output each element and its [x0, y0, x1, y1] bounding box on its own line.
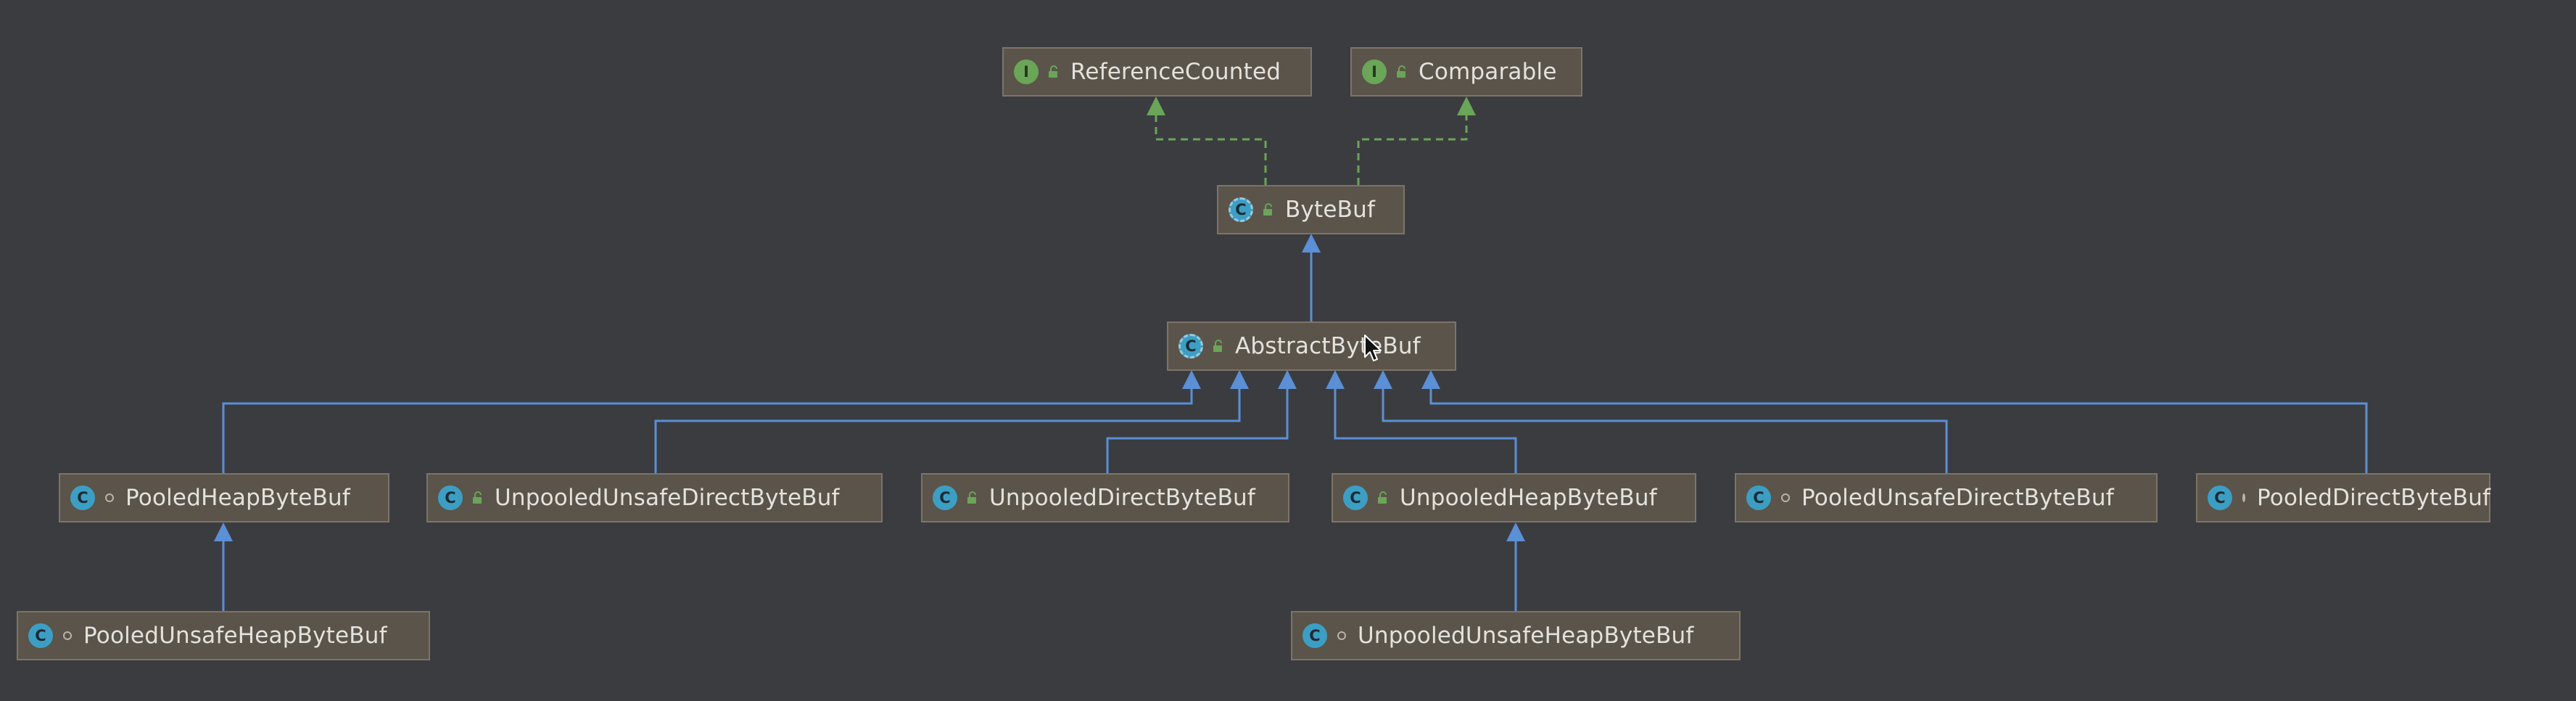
- class-name-label: ReferenceCounted: [1070, 59, 1281, 85]
- extends-edge-pooled-heap-byte-buf-to-abstract-byte-buf-arrowhead: [1182, 370, 1201, 389]
- implements-edge-byte-buf-to-comparable-arrowhead: [1457, 97, 1476, 115]
- implements-edge-byte-buf-to-reference-counted-arrowhead: [1147, 97, 1165, 115]
- interface-icon: I: [1362, 60, 1387, 84]
- class-name-label: UnpooledHeapByteBuf: [1400, 485, 1657, 511]
- abstract-class-icon: C: [1178, 334, 1203, 358]
- extends-edge-pooled-direct-byte-buf-to-abstract-byte-buf-arrowhead: [1421, 370, 1440, 389]
- class-name-label: PooledUnsafeHeapByteBuf: [83, 623, 387, 649]
- class-node-reference-counted[interactable]: I ReferenceCounted: [1002, 47, 1312, 97]
- abstract-class-icon: C: [1229, 197, 1253, 222]
- class-node-unpooled-direct-byte-buf[interactable]: C UnpooledDirectByteBuf: [921, 473, 1289, 522]
- class-node-unpooled-unsafe-direct-byte-buf[interactable]: C UnpooledUnsafeDirectByteBuf: [426, 473, 883, 522]
- public-lock-icon: [966, 491, 979, 504]
- extends-edge-pooled-heap-byte-buf-to-abstract-byte-buf: [222, 373, 1193, 473]
- package-private-icon: [1337, 631, 1346, 640]
- extends-edge-abstract-byte-buf-to-byte-buf-arrowhead: [1302, 234, 1321, 253]
- class-node-pooled-heap-byte-buf[interactable]: C PooledHeapByteBuf: [59, 473, 389, 522]
- public-lock-icon: [1262, 203, 1275, 216]
- extends-edge-unpooled-direct-byte-buf-to-abstract-byte-buf: [1106, 373, 1289, 473]
- extends-edge-unpooled-unsafe-direct-byte-buf-to-abstract-byte-buf: [654, 373, 1241, 473]
- class-name-label: AbstractByteBuf: [1235, 333, 1421, 359]
- public-lock-icon: [471, 491, 484, 504]
- class-node-byte-buf[interactable]: C ByteBuf: [1217, 185, 1405, 234]
- class-name-label: PooledDirectByteBuf: [2257, 485, 2491, 511]
- class-icon: C: [1746, 485, 1771, 510]
- class-node-abstract-byte-buf[interactable]: C AbstractByteBuf: [1167, 321, 1456, 371]
- class-icon: C: [28, 623, 53, 648]
- package-private-icon: [63, 631, 72, 640]
- extends-edge-unpooled-direct-byte-buf-to-abstract-byte-buf-arrowhead: [1278, 370, 1297, 389]
- extends-edge-unpooled-unsafe-direct-byte-buf-to-abstract-byte-buf-arrowhead: [1230, 370, 1249, 389]
- class-name-label: PooledUnsafeDirectByteBuf: [1801, 485, 2114, 511]
- class-node-pooled-direct-byte-buf[interactable]: C PooledDirectByteBuf: [2196, 473, 2490, 522]
- class-icon: C: [438, 485, 463, 510]
- class-name-label: UnpooledUnsafeDirectByteBuf: [495, 485, 840, 511]
- public-lock-icon: [1376, 491, 1390, 504]
- package-private-icon: [2242, 493, 2245, 502]
- public-lock-icon: [1047, 65, 1060, 78]
- class-name-label: UnpooledDirectByteBuf: [989, 485, 1255, 511]
- extends-edge-unpooled-heap-byte-buf-to-abstract-byte-buf: [1334, 373, 1517, 473]
- extends-edge-unpooled-heap-byte-buf-to-abstract-byte-buf-arrowhead: [1326, 370, 1345, 389]
- package-private-icon: [105, 493, 114, 502]
- implements-edge-byte-buf-to-comparable: [1357, 99, 1468, 185]
- class-node-pooled-unsafe-heap-byte-buf[interactable]: C PooledUnsafeHeapByteBuf: [17, 611, 430, 660]
- class-name-label: ByteBuf: [1285, 197, 1376, 223]
- class-node-unpooled-heap-byte-buf[interactable]: C UnpooledHeapByteBuf: [1332, 473, 1696, 522]
- class-icon: C: [1343, 485, 1368, 510]
- class-node-pooled-unsafe-direct-byte-buf[interactable]: C PooledUnsafeDirectByteBuf: [1735, 473, 2158, 522]
- package-private-icon: [1781, 493, 1790, 502]
- class-icon: C: [933, 485, 957, 510]
- class-name-label: UnpooledUnsafeHeapByteBuf: [1358, 623, 1694, 649]
- class-icon: C: [70, 485, 95, 510]
- class-name-label: PooledHeapByteBuf: [125, 485, 351, 511]
- class-icon: C: [2208, 485, 2232, 510]
- public-lock-icon: [1395, 65, 1408, 78]
- interface-icon: I: [1014, 60, 1039, 84]
- class-node-unpooled-unsafe-heap-byte-buf[interactable]: C UnpooledUnsafeHeapByteBuf: [1291, 611, 1741, 660]
- class-icon: C: [1303, 623, 1327, 648]
- extends-edge-pooled-unsafe-direct-byte-buf-to-abstract-byte-buf: [1382, 373, 1948, 473]
- extends-edge-pooled-unsafe-direct-byte-buf-to-abstract-byte-buf-arrowhead: [1374, 370, 1392, 389]
- extends-edge-pooled-unsafe-heap-byte-buf-to-pooled-heap-byte-buf-arrowhead: [214, 522, 233, 541]
- mouse-cursor-icon: [1364, 335, 1382, 361]
- class-name-label: Comparable: [1419, 59, 1557, 85]
- extends-edge-unpooled-unsafe-heap-byte-buf-to-unpooled-heap-byte-buf-arrowhead: [1506, 522, 1525, 541]
- class-node-comparable[interactable]: I Comparable: [1350, 47, 1582, 97]
- public-lock-icon: [1212, 340, 1225, 353]
- implements-edge-byte-buf-to-reference-counted: [1155, 99, 1267, 185]
- extends-edge-pooled-direct-byte-buf-to-abstract-byte-buf: [1429, 373, 2368, 473]
